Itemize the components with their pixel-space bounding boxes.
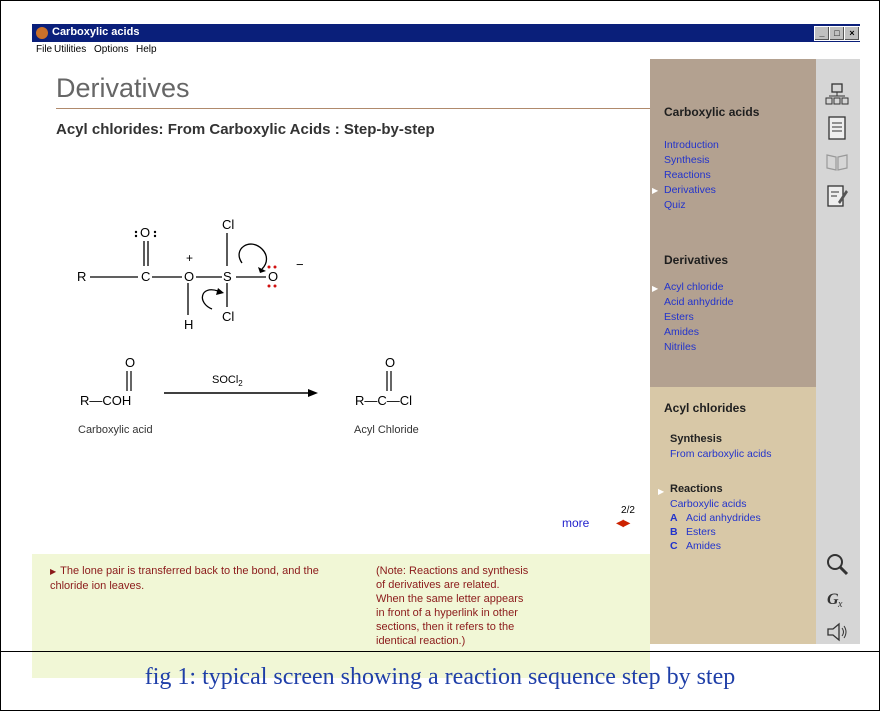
sidebar-link-amides[interactable]: Amides	[664, 326, 700, 338]
sidebar-link-derivatives[interactable]: Derivatives	[664, 184, 716, 196]
reactant-label: Carboxylic acid	[78, 424, 153, 436]
current-marker-icon: ▶	[652, 284, 659, 293]
minimize-button[interactable]: _	[814, 26, 830, 41]
edit-icon[interactable]	[824, 183, 850, 209]
reactant-formula: R—COH	[80, 393, 131, 408]
mech-atom-c: C	[141, 269, 150, 284]
side-note: (Note: Reactions and synthesis of deriva…	[376, 565, 529, 647]
prev-arrow-icon[interactable]: ◀	[616, 518, 624, 529]
mech-atom-s: S	[223, 269, 232, 284]
mech-atom-o-anion: O	[268, 269, 278, 284]
page-title: Derivatives	[56, 73, 190, 103]
page-subtitle: Acyl chlorides: From Carboxylic Acids : …	[56, 121, 435, 138]
current-marker-icon: ▶	[652, 186, 659, 195]
mech-atom-r: R	[77, 269, 86, 284]
title-divider	[56, 108, 650, 109]
sidebar-link-acid-anhydride[interactable]: Acid anhydride	[664, 296, 734, 308]
book-icon[interactable]	[824, 149, 850, 175]
zoom-icon[interactable]	[824, 551, 850, 577]
bullet-icon: ▶	[50, 567, 57, 576]
sidebar-heading-carboxylic-acids: Carboxylic acids	[664, 105, 760, 119]
more-link[interactable]: more	[562, 516, 590, 530]
link-carboxylic-acids[interactable]: Carboxylic acids	[670, 498, 747, 510]
sidebar-link-nitriles[interactable]: Nitriles	[664, 341, 697, 353]
window-title: Carboxylic acids	[52, 26, 140, 38]
sidebar-heading-acyl-chlorides: Acyl chlorides	[664, 401, 747, 415]
notes-panel: ▶The lone pair is transferred back to th…	[32, 554, 650, 678]
mech-atom-o-carbonyl: O	[140, 225, 150, 240]
menu-options[interactable]: Options	[94, 44, 129, 55]
product-label: Acyl Chloride	[354, 424, 419, 436]
bullet-marker-icon: ▶	[658, 487, 665, 496]
sidebar-link-esters[interactable]: Esters	[664, 311, 694, 323]
step-note: ▶The lone pair is transferred back to th…	[50, 565, 319, 592]
menu-help[interactable]: Help	[136, 44, 157, 55]
mech-charge-plus: +	[186, 251, 193, 265]
menu-utilities[interactable]: Utilities	[54, 44, 87, 55]
reactant-carbonyl-o: O	[125, 355, 135, 370]
reaction-equation: O R—COH Carboxylic acid SOCl2 O R—C—Cl A…	[78, 355, 419, 436]
mech-atom-h: H	[184, 317, 193, 332]
sidebar-link-introduction[interactable]: Introduction	[664, 139, 719, 151]
sidebar-link-synthesis[interactable]: Synthesis	[664, 154, 710, 166]
maximize-button[interactable]: □	[829, 26, 845, 41]
sidebar-link-acyl-chloride[interactable]: Acyl chloride	[664, 281, 724, 293]
main-content: Derivatives Acyl chlorides: From Carboxy…	[32, 59, 650, 678]
caption-divider	[0, 651, 880, 652]
menu-file[interactable]: File	[36, 44, 53, 55]
page-nav-arrows[interactable]: ◀▶	[616, 518, 631, 529]
app-icon	[36, 27, 48, 39]
reactions-heading: Reactions	[670, 483, 723, 495]
svg-text:x: x	[837, 599, 843, 610]
app-window: Carboxylic acids _ □ × File Utilities Op…	[32, 24, 860, 678]
svg-text:G: G	[827, 591, 839, 608]
close-button[interactable]: ×	[844, 26, 860, 41]
link-from-carboxylic-acids[interactable]: From carboxylic acids	[670, 448, 772, 460]
page-indicator: 2/2	[621, 505, 635, 516]
mechanism-diagram: R C O O S Cl Cl O H + −	[77, 217, 304, 332]
mech-atom-o: O	[184, 269, 194, 284]
speaker-icon[interactable]	[824, 619, 850, 645]
notes-icon[interactable]	[824, 115, 850, 141]
mech-atom-cl-bottom: Cl	[222, 309, 234, 324]
tool-column: G x	[816, 59, 860, 644]
sidebar-link-quiz[interactable]: Quiz	[664, 199, 686, 211]
sidebar-heading-derivatives: Derivatives	[664, 253, 729, 267]
figure-caption: fig 1: typical screen showing a reaction…	[144, 664, 736, 690]
sidebar-link-reactions[interactable]: Reactions	[664, 169, 711, 181]
sitemap-icon[interactable]	[824, 81, 850, 107]
synthesis-heading: Synthesis	[670, 433, 722, 445]
sidebar-navigation: Carboxylic acids Introduction Synthesis …	[650, 59, 816, 387]
product-carbonyl-o: O	[385, 355, 395, 370]
title-bar[interactable]: Carboxylic acids _ □ ×	[32, 24, 860, 42]
reagent-label: SOCl2	[212, 374, 243, 388]
menu-bar: File Utilities Options Help	[32, 42, 860, 58]
glossary-icon[interactable]: G x	[824, 585, 850, 611]
sidebar-topic-panel: Acyl chlorides Synthesis From carboxylic…	[650, 387, 816, 644]
mech-charge-minus: −	[296, 257, 304, 272]
next-arrow-icon[interactable]: ▶	[622, 518, 631, 529]
product-formula: R—C—Cl	[355, 393, 412, 408]
mech-atom-cl-top: Cl	[222, 217, 234, 232]
